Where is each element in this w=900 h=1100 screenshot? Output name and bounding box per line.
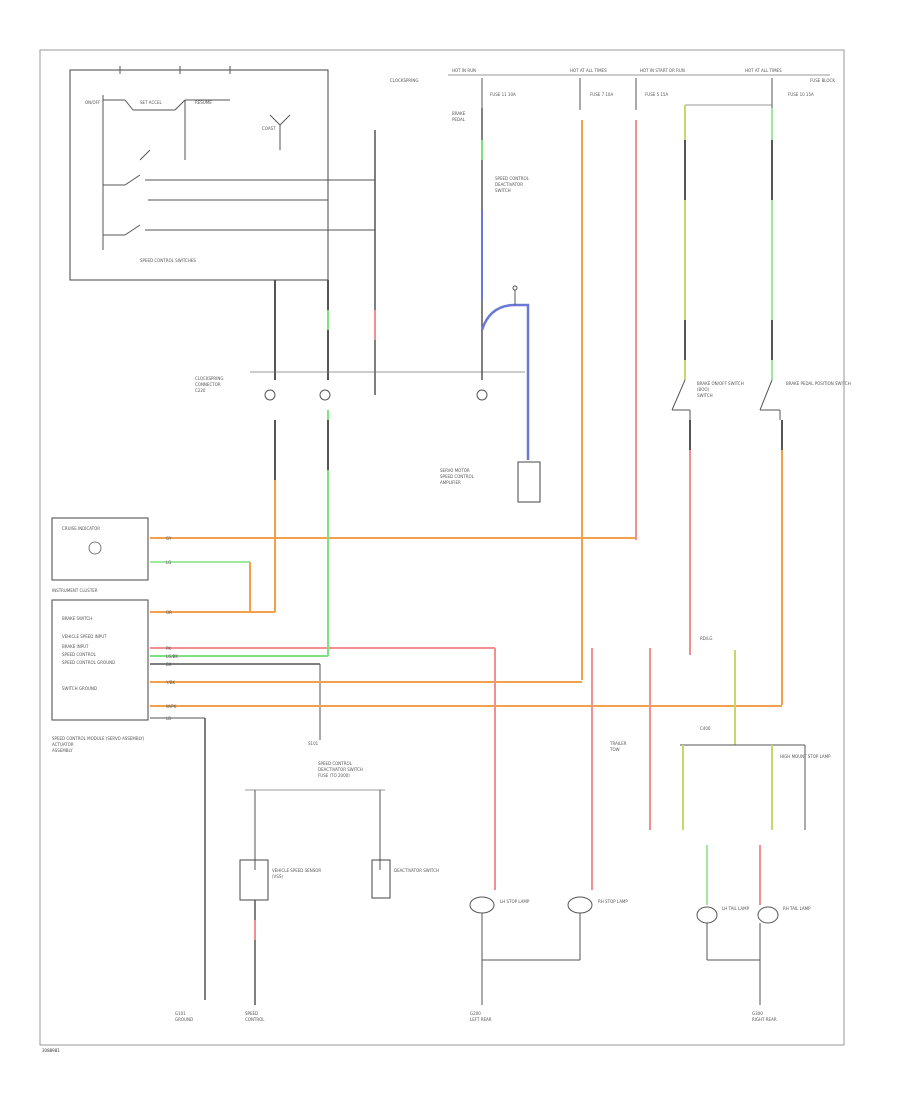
label-hot-at-all-times-2: HOT AT ALL TIMES (745, 68, 782, 73)
svg-text:ASSEMBLY: ASSEMBLY (52, 748, 73, 753)
speed-control-module: BRAKE SWITCH VEHICLE SPEED INPUT BRAKE I… (51, 599, 149, 753)
wire-label-or: OR (166, 610, 172, 615)
footer-code: 3088981 (42, 1048, 60, 1053)
vehicle-speed-sensor: VEHICLE SPEED SENSOR (VSS) (239, 859, 321, 901)
wire-label-lg: LG (166, 560, 171, 565)
speed-control-switches-box: SPEED CONTROL SWITCHES ON/OFF SET ACCEL … (69, 66, 375, 281)
label-rh-tail-lamp: RH TAIL LAMP (783, 906, 811, 911)
svg-text:C220: C220 (195, 388, 206, 393)
label-fuse-3: FUSE 5 15A (645, 92, 668, 97)
clockspring-connector: CLOCKSPRING CONNECTOR C220 (195, 371, 525, 401)
svg-text:SWITCH: SWITCH (697, 393, 713, 398)
label-hot-in-run-start: HOT IN START OR RUN (640, 68, 685, 73)
label-rh-stop-lamp: RH STOP LAMP (598, 899, 628, 904)
svg-text:PEDAL: PEDAL (452, 117, 466, 122)
lh-tail-lamp: LH TAIL LAMP (696, 906, 750, 924)
wire-label-lgbk: LG/BK (166, 654, 178, 659)
label-deactivator-switch: DEACTIVATOR SWITCH (394, 868, 439, 873)
label-high-mount: HIGH MOUNT STOP LAMP (780, 754, 831, 759)
svg-text:SPEED CONTROL: SPEED CONTROL (495, 176, 530, 181)
label-fuse-1: FUSE 11 10A (490, 92, 516, 97)
label-set-accel: SET ACCEL (140, 100, 163, 105)
label-cruise-indicator: CRUISE INDICATOR (62, 526, 100, 531)
rh-stop-lamp: RH STOP LAMP (567, 896, 628, 914)
label-brake-on-off: BRAKE ON/OFF SWITCH (697, 381, 744, 386)
svg-text:VEHICLE SPEED INPUT: VEHICLE SPEED INPUT (62, 634, 107, 639)
label-coast: COAST (262, 126, 276, 131)
svg-text:SPEED CONTROL: SPEED CONTROL (62, 652, 97, 657)
svg-text:CONTROL: CONTROL (245, 1017, 265, 1022)
svg-text:BRAKE SWITCH: BRAKE SWITCH (62, 616, 92, 621)
servo-motor: SERVO MOTOR SPEED CONTROL AMPLIFIER (440, 461, 541, 503)
svg-text:ACTUATOR: ACTUATOR (52, 742, 74, 747)
svg-text:FUSE (TO 2000): FUSE (TO 2000) (318, 773, 350, 778)
label-hot-run: HOT IN RUN (452, 68, 476, 73)
splice-area: S101 SPEED CONTROL DEACTIVATOR SWITCH FU… (245, 741, 385, 870)
svg-text:DEACTIVATOR SWITCH: DEACTIVATOR SWITCH (318, 767, 363, 772)
svg-text:C400: C400 (700, 726, 711, 731)
label-clockspring: CLOCKSPRING (390, 78, 418, 83)
svg-text:CONNECTOR: CONNECTOR (195, 382, 221, 387)
deactivator-switch: DEACTIVATOR SWITCH (371, 859, 439, 899)
label-fuse-2: FUSE 7 10A (590, 92, 613, 97)
label-lh-tail-lamp: LH TAIL LAMP (722, 906, 750, 911)
label-hot-at-all-times-1: HOT AT ALL TIMES (570, 68, 607, 73)
label-ground-3: G300 (752, 1011, 763, 1016)
label-fuse-4: FUSE 10 15A (788, 92, 814, 97)
svg-text:AMPLIFIER: AMPLIFIER (440, 480, 461, 485)
label-vehicle-speed-sensor: VEHICLE SPEED SENSOR (272, 868, 321, 873)
wire-label-wpk: W/PK (166, 704, 177, 709)
wire-label-gy: GY (166, 536, 172, 541)
label-servo-motor: SERVO MOTOR (440, 468, 470, 473)
rh-tail-lamp: RH TAIL LAMP (757, 906, 811, 924)
svg-text:SPEED CONTROL: SPEED CONTROL (440, 474, 475, 479)
svg-text:DEACTIVATOR: DEACTIVATOR (495, 182, 523, 187)
brake-pedal-switch: BRAKE ON/OFF SWITCH (BOO) SWITCH (671, 379, 744, 420)
label-splice: S101 (308, 741, 319, 746)
wire-blue-servo (480, 303, 530, 460)
wire-label-bk: BK (166, 662, 172, 667)
svg-text:TRAILER: TRAILER (609, 741, 627, 746)
wire-label-rdlg: RD/LG (700, 636, 713, 641)
diagram-frame (39, 49, 845, 1046)
label-ground-1: G101 (175, 1011, 186, 1016)
svg-text:CLOCKSPRING: CLOCKSPRING (195, 376, 223, 381)
wire-label-lb: LB (166, 716, 171, 721)
svg-text:SPEED CONTROL GROUND: SPEED CONTROL GROUND (62, 660, 115, 665)
brake-switch-right: BRAKE PEDAL POSITION SWITCH (759, 379, 851, 420)
label-ground-2: G200 (470, 1011, 481, 1016)
svg-text:LEFT REAR: LEFT REAR (470, 1017, 492, 1022)
svg-text:SPEED CONTROL: SPEED CONTROL (318, 761, 353, 766)
svg-text:TOW: TOW (609, 747, 620, 752)
wire-label-pk: PK (166, 646, 171, 651)
svg-text:SPEED: SPEED (245, 1011, 258, 1016)
label-speed-control-switches: SPEED CONTROL SWITCHES (140, 258, 196, 263)
label-fuse-block: FUSE BLOCK (810, 78, 835, 83)
lh-stop-lamp: LH STOP LAMP (469, 896, 530, 914)
svg-text:SWITCH: SWITCH (495, 188, 511, 193)
svg-text:GROUND: GROUND (175, 1017, 193, 1022)
svg-text:SWITCH GROUND: SWITCH GROUND (62, 686, 97, 691)
label-speed-control-module: SPEED CONTROL MODULE (SERVO ASSEMBLY) (52, 736, 145, 741)
label-brake-switch-top: BRAKE (452, 111, 466, 116)
label-lh-stop-lamp: LH STOP LAMP (500, 899, 530, 904)
svg-text:(VSS): (VSS) (272, 874, 283, 879)
label-on-off: ON/OFF (85, 100, 101, 105)
svg-text:(BOO): (BOO) (697, 387, 710, 392)
label-brake-pedal-position: BRAKE PEDAL POSITION SWITCH (786, 381, 851, 386)
svg-text:BRAKE INPUT: BRAKE INPUT (62, 644, 89, 649)
cruise-indicator-box: CRUISE INDICATOR INSTRUMENT CLUSTER (51, 517, 149, 593)
label-instrument-cluster: INSTRUMENT CLUSTER (52, 588, 98, 593)
svg-text:RIGHT REAR: RIGHT REAR (752, 1017, 777, 1022)
fuse-block-section: HOT IN RUN HOT AT ALL TIMES HOT IN START… (448, 68, 835, 110)
label-resume: RESUME (195, 100, 212, 105)
wire-label-ybk: Y/BK (165, 680, 176, 685)
